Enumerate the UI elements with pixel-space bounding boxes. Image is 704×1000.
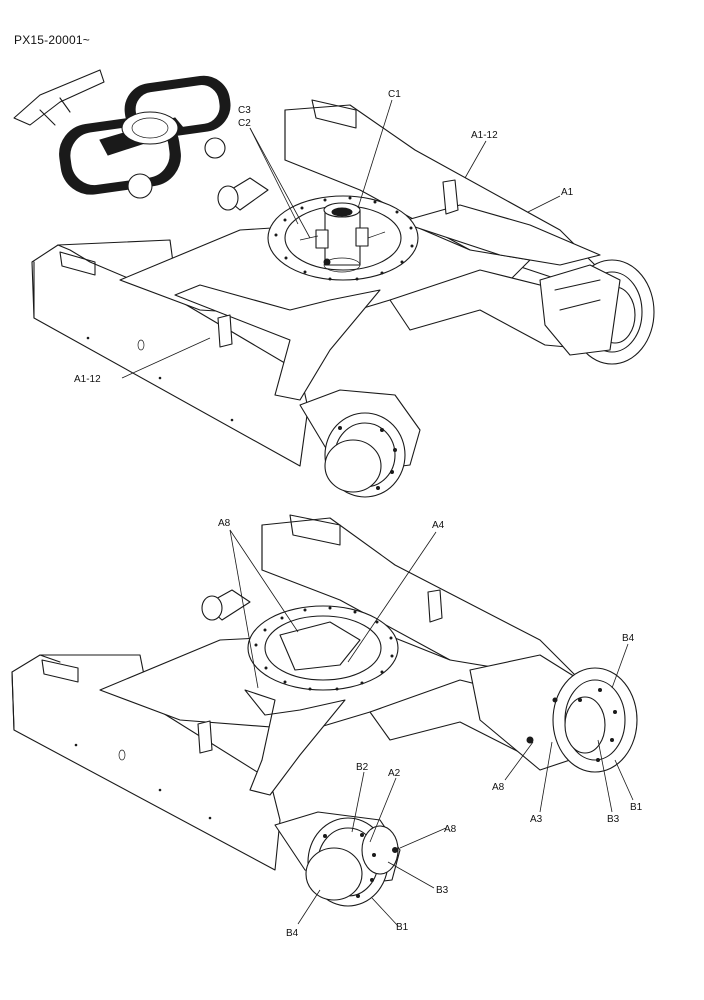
label-a1-12-left: A1-12 — [74, 374, 101, 385]
label-b1-bottom: B1 — [396, 922, 409, 933]
label-a8-top: A8 — [218, 518, 231, 529]
front-drive-bolts — [323, 833, 376, 898]
upper-front-drive — [299, 389, 421, 498]
label-b2: B2 — [356, 762, 369, 773]
upper-right-drive — [539, 259, 655, 365]
lower-slewing-ring-bolts — [254, 606, 394, 691]
label-c2: C2 — [238, 118, 251, 129]
label-a3: A3 — [530, 814, 543, 825]
slewing-ring-bolts — [274, 196, 414, 281]
lower-front-drive — [274, 811, 401, 907]
label-a8-left: A8 — [492, 782, 505, 793]
label-a1: A1 — [561, 187, 574, 198]
label-c1: C1 — [388, 89, 401, 100]
label-b4-bottom: B4 — [286, 928, 299, 939]
label-b4-right: B4 — [622, 633, 635, 644]
label-a4: A4 — [432, 520, 445, 531]
machine-thumbnail — [13, 69, 231, 199]
label-a1-12-top: A1-12 — [471, 130, 498, 141]
upper-track-frame — [31, 99, 655, 498]
document-code: PX15-20001~ — [14, 33, 90, 47]
center-swivel-joint — [299, 202, 386, 273]
right-drive-bolts — [578, 688, 617, 762]
label-a2: A2 — [388, 768, 401, 779]
lower-right-drive — [469, 654, 638, 773]
lower-track-frame — [11, 514, 638, 927]
label-b1-right: B1 — [630, 802, 643, 813]
label-b3-right: B3 — [607, 814, 620, 825]
label-a8-bottom: A8 — [444, 824, 457, 835]
front-sprocket-bolts — [338, 426, 397, 490]
label-b3-bottom: B3 — [436, 885, 449, 896]
label-c3: C3 — [238, 105, 251, 116]
